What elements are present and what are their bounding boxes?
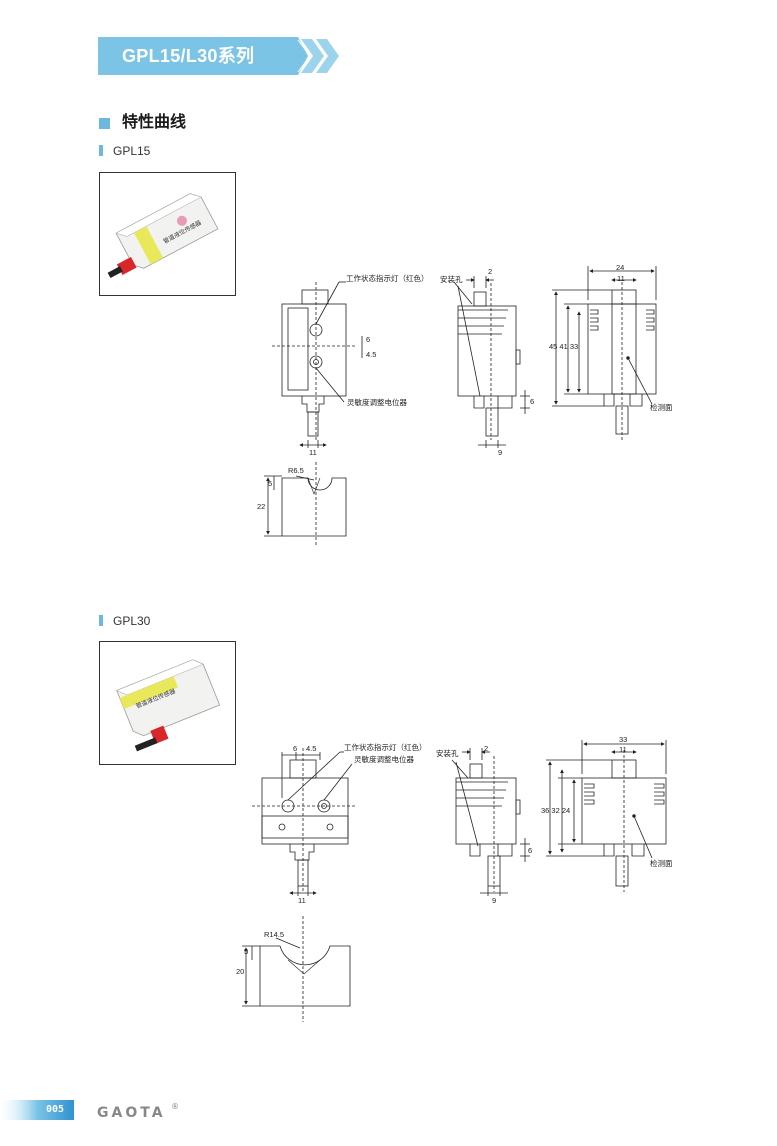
- gpl30-bar-icon: [99, 615, 103, 626]
- gpl30-callout-sensitivity: 灵敏度调整电位器: [354, 754, 414, 764]
- gpl30-dim-back-top-inner: 11: [619, 745, 627, 754]
- gpl15-callout-indicator: 工作状态指示灯（红色）: [346, 273, 429, 283]
- gpl30-dim-front-top-4-5: 4.5: [306, 744, 316, 753]
- gpl30-dim-back-top-outer: 33: [619, 735, 627, 744]
- gpl15-dimension-drawing: 工作状态指示灯（红色） 灵敏度调整电位器 6 4.5 11 安装孔 2 6 9 …: [257, 263, 673, 546]
- gpl15-label: GPL15: [113, 144, 151, 158]
- gpl15-dim-section-radius: R6.5: [288, 466, 304, 475]
- series-banner: [98, 37, 339, 75]
- brand-name: GAOTA: [97, 1105, 166, 1121]
- brand-logo: GAOTA ®: [97, 1102, 179, 1121]
- gpl30-callout-detect-face: 检测面: [650, 858, 673, 868]
- series-title: GPL15/L30系列: [122, 46, 255, 66]
- gpl30-callout-indicator: 工作状态指示灯（红色）: [344, 742, 427, 752]
- gpl15-dim-back-top-outer: 24: [616, 263, 624, 272]
- gpl30-callout-mount-hole: 安装孔: [436, 748, 459, 758]
- section-title: 特性曲线: [122, 114, 187, 131]
- gpl15-dim-front-bottom: 11: [309, 448, 317, 457]
- gpl30-dim-side-6: 6: [528, 846, 532, 855]
- page-number: 005: [46, 1104, 65, 1115]
- gpl15-dim-back-top-inner: 11: [617, 274, 625, 283]
- gpl15-dim-section-5: 5: [268, 479, 272, 488]
- registered-mark: ®: [171, 1102, 179, 1111]
- gpl30-dim-side-bottom: 9: [492, 896, 496, 905]
- gpl15-callout-detect-face: 检测面: [650, 402, 673, 412]
- gpl30-dim-section-radius: R14.5: [264, 930, 284, 939]
- gpl15-bar-icon: [99, 145, 103, 156]
- gpl30-label: GPL30: [113, 614, 151, 628]
- gpl15-product-photo: 管道液位传感器: [99, 172, 236, 296]
- gpl30-dim-side-top: 2: [484, 744, 488, 753]
- gpl15-callout-mount-hole: 安装孔: [440, 274, 463, 284]
- gpl15-callout-sensitivity: 灵敏度调整电位器: [347, 397, 407, 407]
- footer-page-bar: [0, 1100, 74, 1120]
- gpl15-dim-6: 6: [366, 335, 370, 344]
- gpl15-dim-back-height: 45 41 33: [549, 342, 578, 351]
- gpl30-dim-front-top-6: 6: [293, 744, 297, 753]
- gpl30-dim-front-bottom: 11: [298, 896, 306, 905]
- gpl15-dim-side-top: 2: [488, 267, 492, 276]
- gpl15-dim-side-bottom: 9: [498, 448, 502, 457]
- gpl15-dim-4-5: 4.5: [366, 350, 376, 359]
- gpl30-dim-section-5: 5: [244, 947, 248, 956]
- gpl30-dim-section-20: 20: [236, 967, 244, 976]
- gpl30-product-photo: 管道液位传感器: [99, 641, 236, 765]
- gpl15-dim-section-22: 22: [257, 502, 265, 511]
- gpl30-dim-back-height: 36 32 24: [541, 806, 570, 815]
- section-square-icon: [99, 118, 110, 129]
- gpl15-dim-side-6: 6: [530, 397, 534, 406]
